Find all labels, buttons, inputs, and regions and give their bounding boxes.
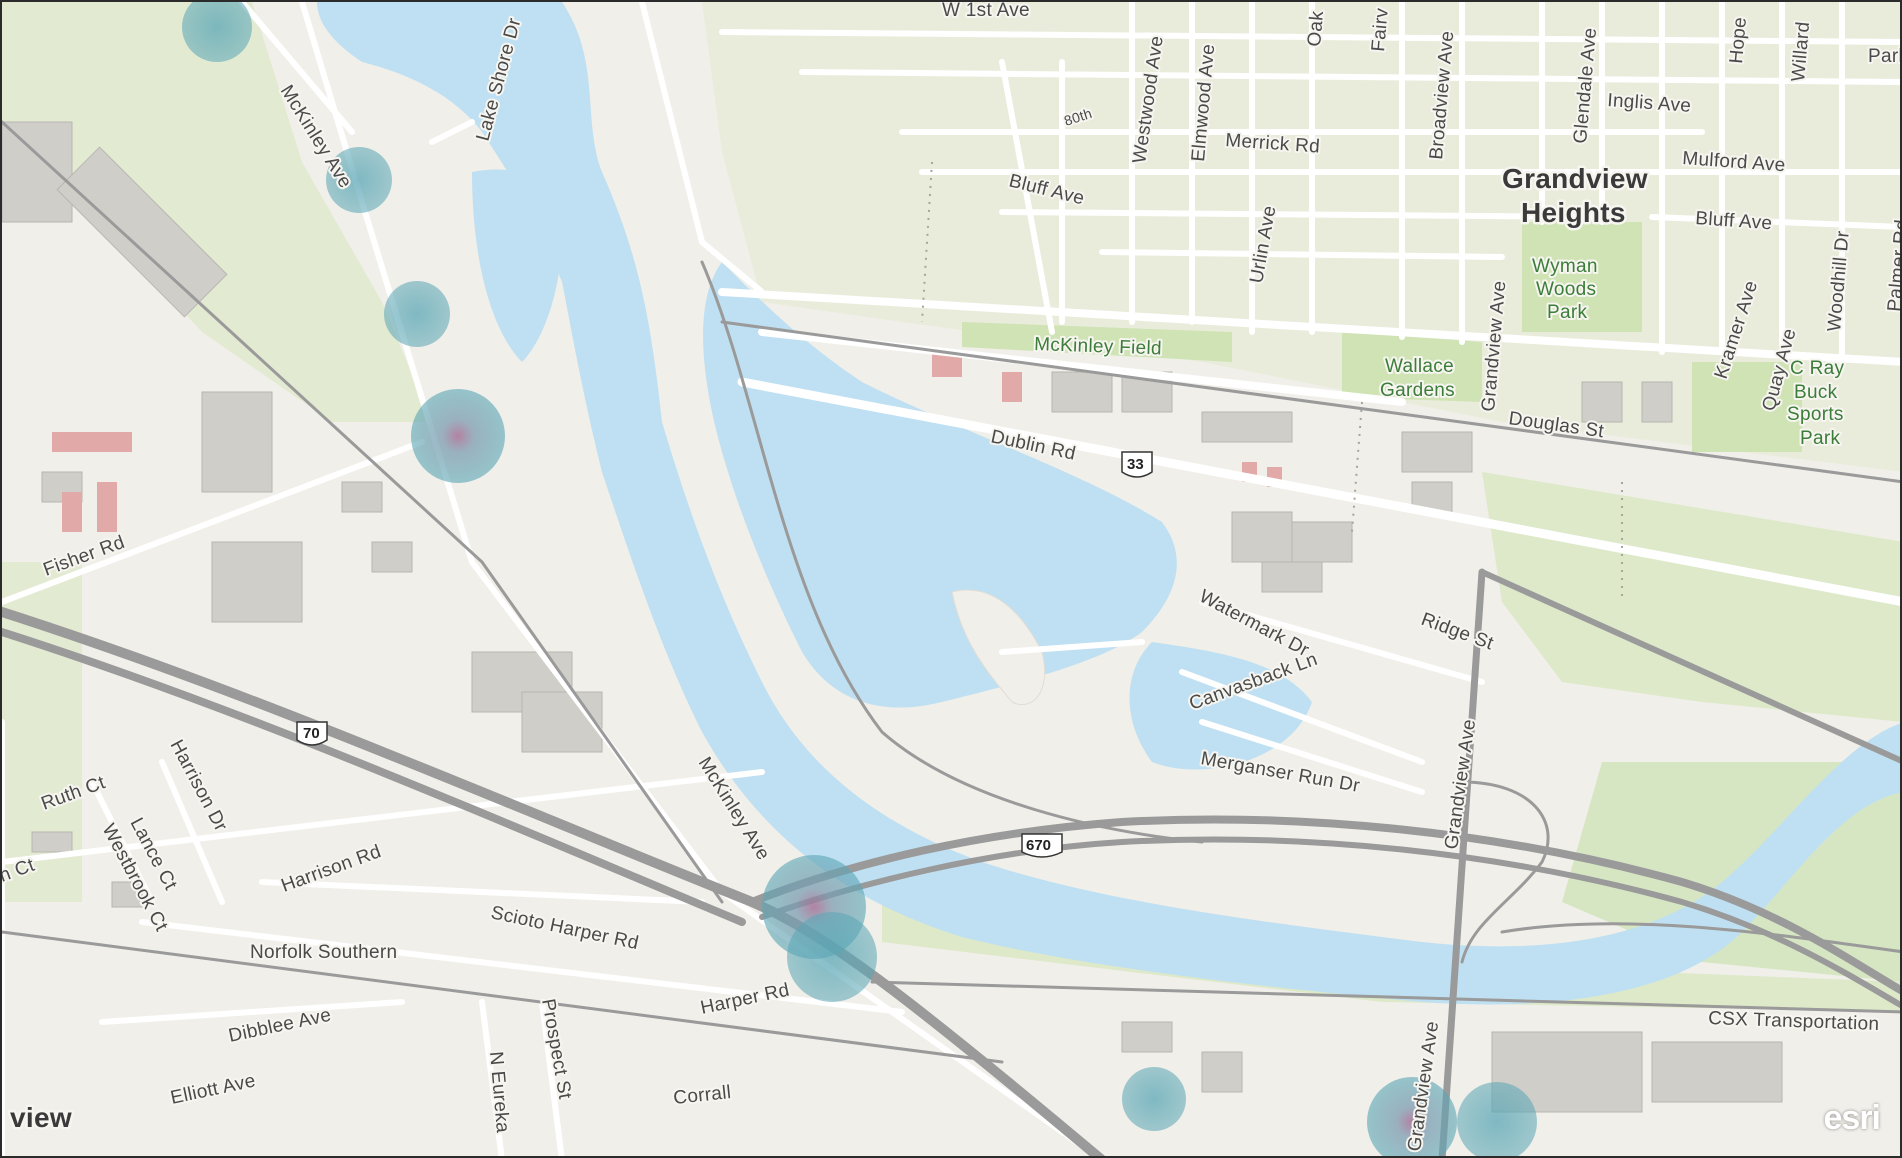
buildings — [2, 121, 1783, 1113]
cluster-marker[interactable] — [1122, 1067, 1186, 1131]
park-southwest — [2, 562, 82, 902]
rail-label-norfolk-southern: Norfolk Southern — [250, 942, 397, 963]
park-label-cray-3: Sports — [1787, 404, 1844, 425]
park-mckinley-field — [962, 322, 1232, 362]
park-label-mckinley-field: McKinley Field — [1034, 334, 1162, 359]
cluster-marker[interactable] — [182, 2, 252, 62]
park-label-cray-1: C Ray — [1790, 358, 1844, 379]
place-label-heights: Heights — [1521, 197, 1626, 228]
street-label: Park — [1868, 46, 1902, 67]
park-label-cray-2: Buck — [1794, 382, 1838, 403]
shield-us33: 33 — [1121, 451, 1153, 478]
cluster-marker[interactable] — [1457, 1082, 1537, 1158]
park-label-wyman-1: Wyman — [1532, 256, 1598, 277]
lake-south — [1129, 642, 1312, 770]
park-wyman-woods — [1522, 222, 1642, 332]
cluster-marker[interactable] — [1367, 1077, 1457, 1158]
lake-quarry — [703, 262, 1177, 708]
street-label: Oak — [1304, 10, 1328, 48]
shield-i70: 70 — [296, 721, 328, 746]
park-west-hillside — [2, 2, 432, 422]
park-label-cray-4: Park — [1800, 428, 1840, 449]
place-label-upper-arlington: view — [10, 1102, 72, 1133]
park-cray-buck — [1692, 362, 1802, 452]
peninsula — [951, 589, 1046, 705]
railways — [2, 120, 1900, 1064]
street-label: Fairv — [1368, 7, 1393, 53]
shield-i670: 670 — [1021, 833, 1063, 858]
park-label-wyman-3: Park — [1547, 302, 1587, 323]
rail-label-csx: CSX Transportation — [1708, 1008, 1880, 1035]
park-wallace-gardens — [1342, 332, 1482, 402]
cluster-markers[interactable] — [182, 2, 1537, 1158]
street-label: W 1st Ave — [942, 2, 1030, 21]
park-label-wallace-1: Wallace — [1385, 356, 1454, 377]
park-label-wyman-2: Woods — [1536, 279, 1596, 300]
shield-i70-text: 70 — [303, 725, 320, 742]
park-south-east — [1482, 472, 1900, 722]
shield-us33-text: 33 — [1127, 456, 1144, 473]
highways — [2, 568, 1900, 1156]
cluster-marker[interactable] — [384, 281, 450, 347]
pond-north — [472, 169, 562, 362]
shield-i670-text: 670 — [1026, 837, 1051, 854]
cluster-marker[interactable] — [787, 912, 877, 1002]
esri-logo: esri — [1823, 1099, 1881, 1137]
cluster-marker[interactable] — [411, 389, 505, 483]
park-label-wallace-2: Gardens — [1380, 380, 1455, 401]
cluster-marker[interactable] — [326, 147, 392, 213]
place-label-grandview: Grandview — [1502, 163, 1648, 194]
street-label: Hope — [1726, 16, 1751, 64]
